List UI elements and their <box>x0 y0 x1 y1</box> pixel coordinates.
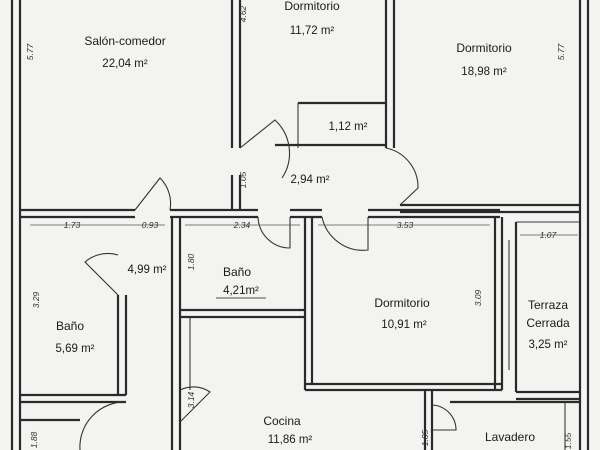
room-area-dorm-top: 11,72 m² <box>290 25 335 37</box>
dim-bottom-left: 1.88 <box>29 431 39 448</box>
room-name-dorm-mid: Dormitorio <box>374 296 430 310</box>
outer-walls <box>10 0 590 450</box>
dim-lavadero-left: 1.85 <box>420 429 430 446</box>
room-name-bano-small: Baño <box>223 265 251 279</box>
dim-dorm-right-height: 5.77 <box>556 43 566 60</box>
room-name-cocina: Cocina <box>263 414 301 428</box>
room-area-dorm-right: 18,98 m² <box>461 66 507 78</box>
dim-lavadero-right: 1.55 <box>563 432 573 449</box>
room-area-hall: 2,94 m² <box>291 174 330 186</box>
dim-dorm-mid-width: 3.53 <box>397 220 414 230</box>
doors <box>79 119 457 450</box>
room-name-dorm-top: Dormitorio <box>284 0 340 13</box>
dim-bano-small-width: 2.34 <box>233 220 251 230</box>
dim-hall-height: 1.05 <box>238 171 248 188</box>
interior-walls <box>20 0 580 450</box>
dim-bano-left-width: 1.73 <box>64 220 81 230</box>
dimension-lines <box>30 224 578 236</box>
room-area-bano-small: 4,21m² <box>223 285 259 297</box>
room-area-terraza: 3,25 m² <box>529 339 568 351</box>
dimension-labels: 5.77 4.62 5.77 1.05 1.73 0.93 2.34 3.53 … <box>25 5 573 449</box>
dim-dorm-top-height: 4.62 <box>238 5 248 22</box>
room-area-cocina: 11,86 m² <box>268 434 313 446</box>
room-name-bano-left: Baño <box>56 319 84 333</box>
room-labels: Salón-comedor 22,04 m² Dormitorio 11,72 … <box>56 0 571 446</box>
room-name-salon: Salón-comedor <box>84 34 165 48</box>
dim-bano-left-height: 3.29 <box>31 291 41 308</box>
room-area-salon: 22,04 m² <box>102 58 148 70</box>
room-area-entry: 4,99 m² <box>128 264 167 276</box>
dim-entry-width: 0.93 <box>142 220 159 230</box>
dim-bano-small-height: 1.80 <box>186 253 196 270</box>
room-area-closet: 1,12 m² <box>329 121 368 133</box>
room-name-dorm-right: Dormitorio <box>456 41 512 55</box>
dim-terraza-width: 1.07 <box>540 230 557 240</box>
room-area-bano-left: 5,69 m² <box>56 343 95 355</box>
room-name-lavadero: Lavadero <box>485 430 535 444</box>
room-area-dorm-mid: 10,91 m² <box>381 319 427 331</box>
dim-cocina-offset: 3.14 <box>186 391 196 408</box>
room-name-terraza-2: Cerrada <box>526 316 570 330</box>
dim-salon-height: 5.77 <box>25 43 35 60</box>
dim-dorm-mid-height: 3.09 <box>473 289 483 306</box>
room-name-terraza-1: Terraza <box>528 298 568 312</box>
